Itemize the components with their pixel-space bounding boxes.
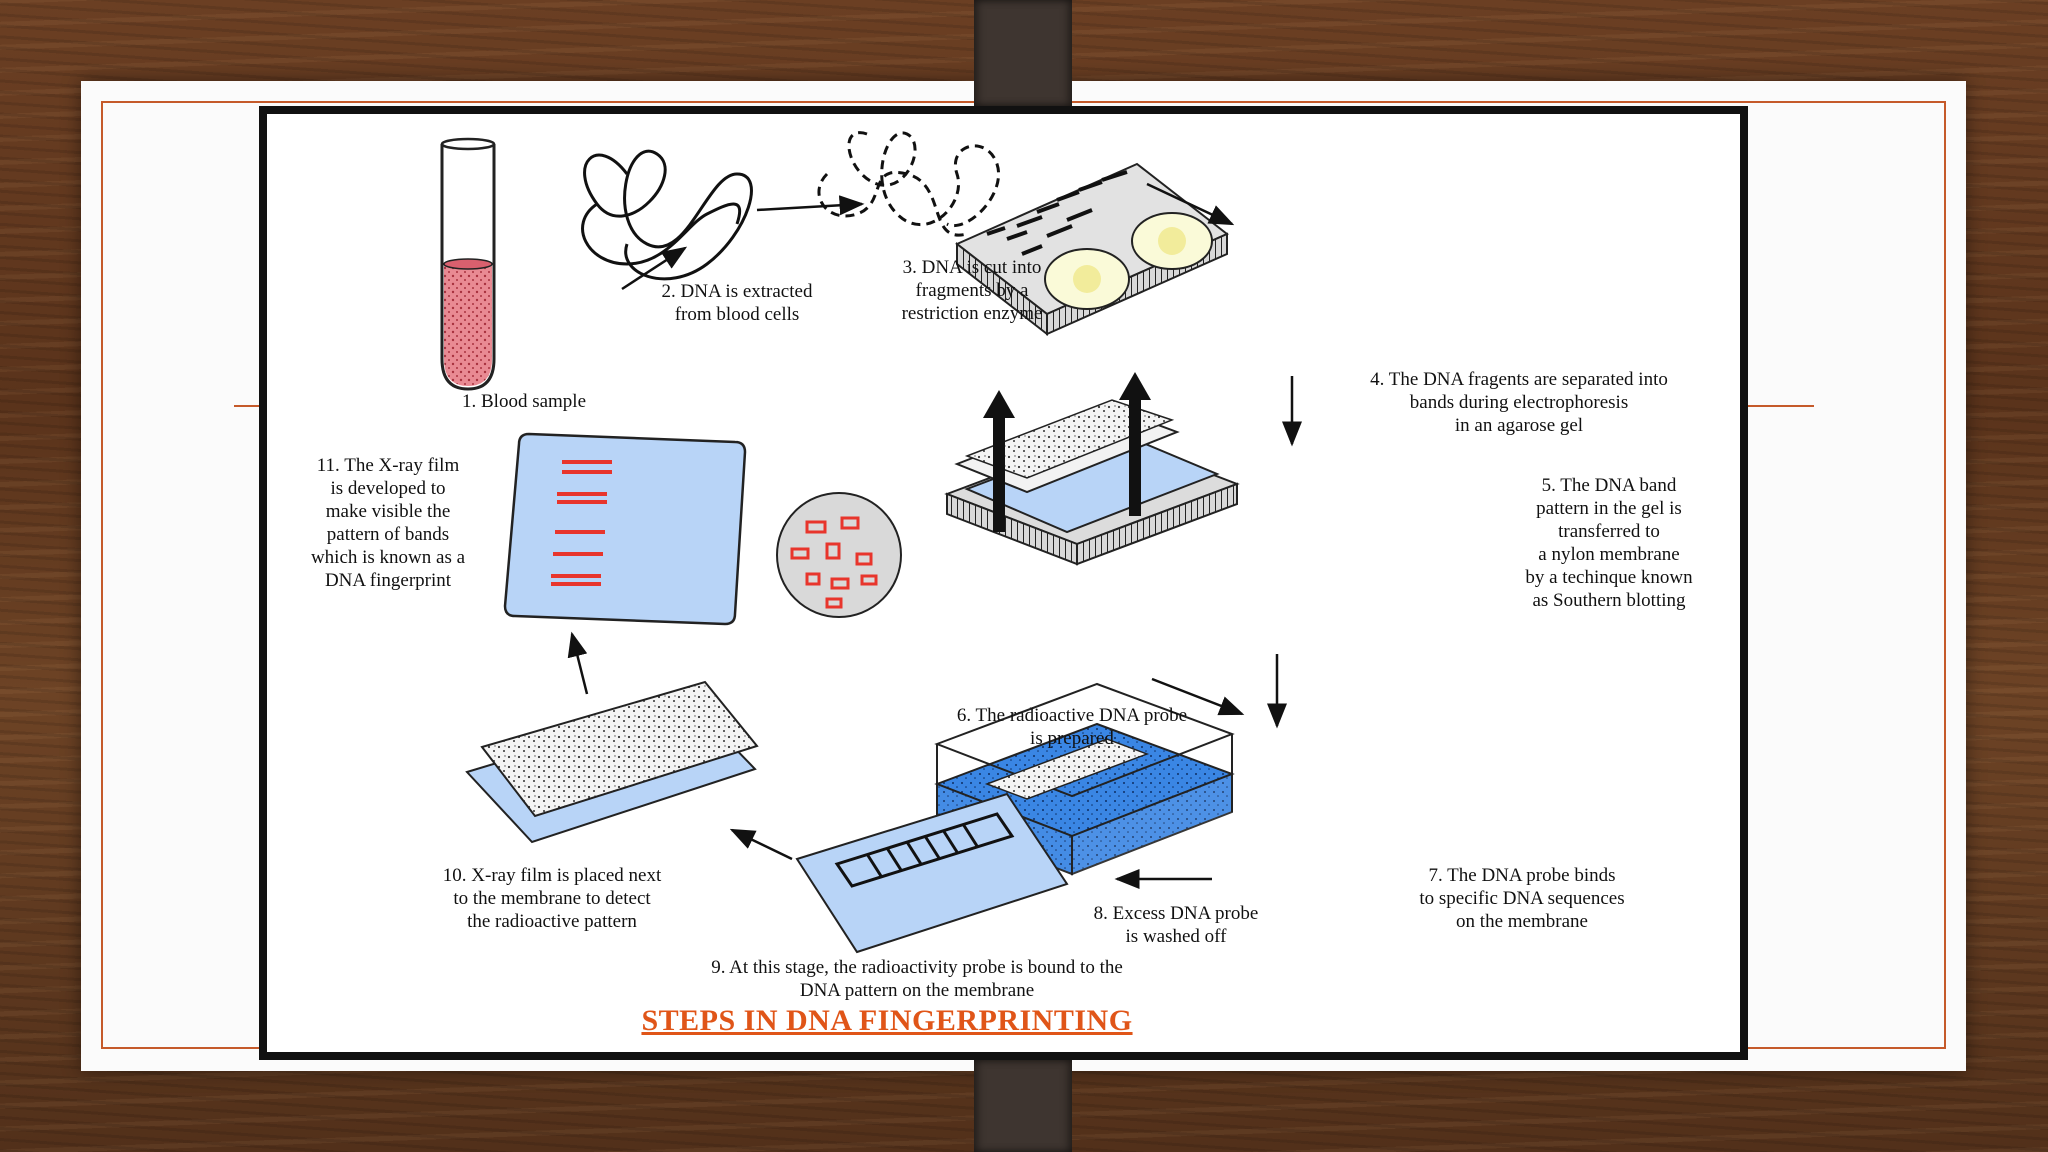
step-8-label: 8. Excess DNA probe is washed off [1093, 903, 1259, 947]
diagram-panel: 1. Blood sample 2. DNA is extracted from… [259, 106, 1748, 1060]
divider-right [1748, 405, 1814, 407]
step-4-label: 4. The DNA fragents are separated into b… [1370, 369, 1668, 436]
xray-film-stack-icon [465, 680, 759, 844]
step-11-label: 11. The X-ray film is developed to make … [310, 455, 466, 591]
diagram-illustration [440, 131, 1302, 954]
divider-left [234, 405, 264, 407]
step-10-label: 10. X-ray film is placed next to the mem… [442, 865, 662, 932]
step-5-label: 5. The DNA band pattern in the gel is tr… [1525, 475, 1693, 611]
step-6-label: 6. The radioactive DNA probe is prepared [956, 705, 1188, 749]
developed-film-icon [503, 432, 747, 626]
binder-strip-bottom [974, 1060, 1072, 1152]
step-2-label: 2. DNA is extracted from blood cells [661, 281, 813, 325]
diagram-title: STEPS IN DNA FINGERPRINTING [641, 1004, 1133, 1037]
step-7-label: 7. The DNA probe binds to specific DNA s… [1419, 865, 1625, 932]
step-3-label: 3. DNA is cut into fragments by a restri… [901, 257, 1043, 324]
binder-strip-top [974, 0, 1072, 106]
membrane-icon [795, 792, 1069, 954]
gel-plate-icon [955, 162, 1229, 337]
step-9-label: 9. At this stage, the radioactivity prob… [711, 957, 1123, 1001]
blotting-apparatus-icon [944, 372, 1240, 566]
flow-arrows [567, 182, 1302, 889]
probe-dish-icon [776, 492, 902, 618]
dna-fragments-icon [817, 131, 1001, 237]
step-1-label: 1. Blood sample [462, 391, 587, 412]
blood-tube-icon [440, 137, 496, 391]
